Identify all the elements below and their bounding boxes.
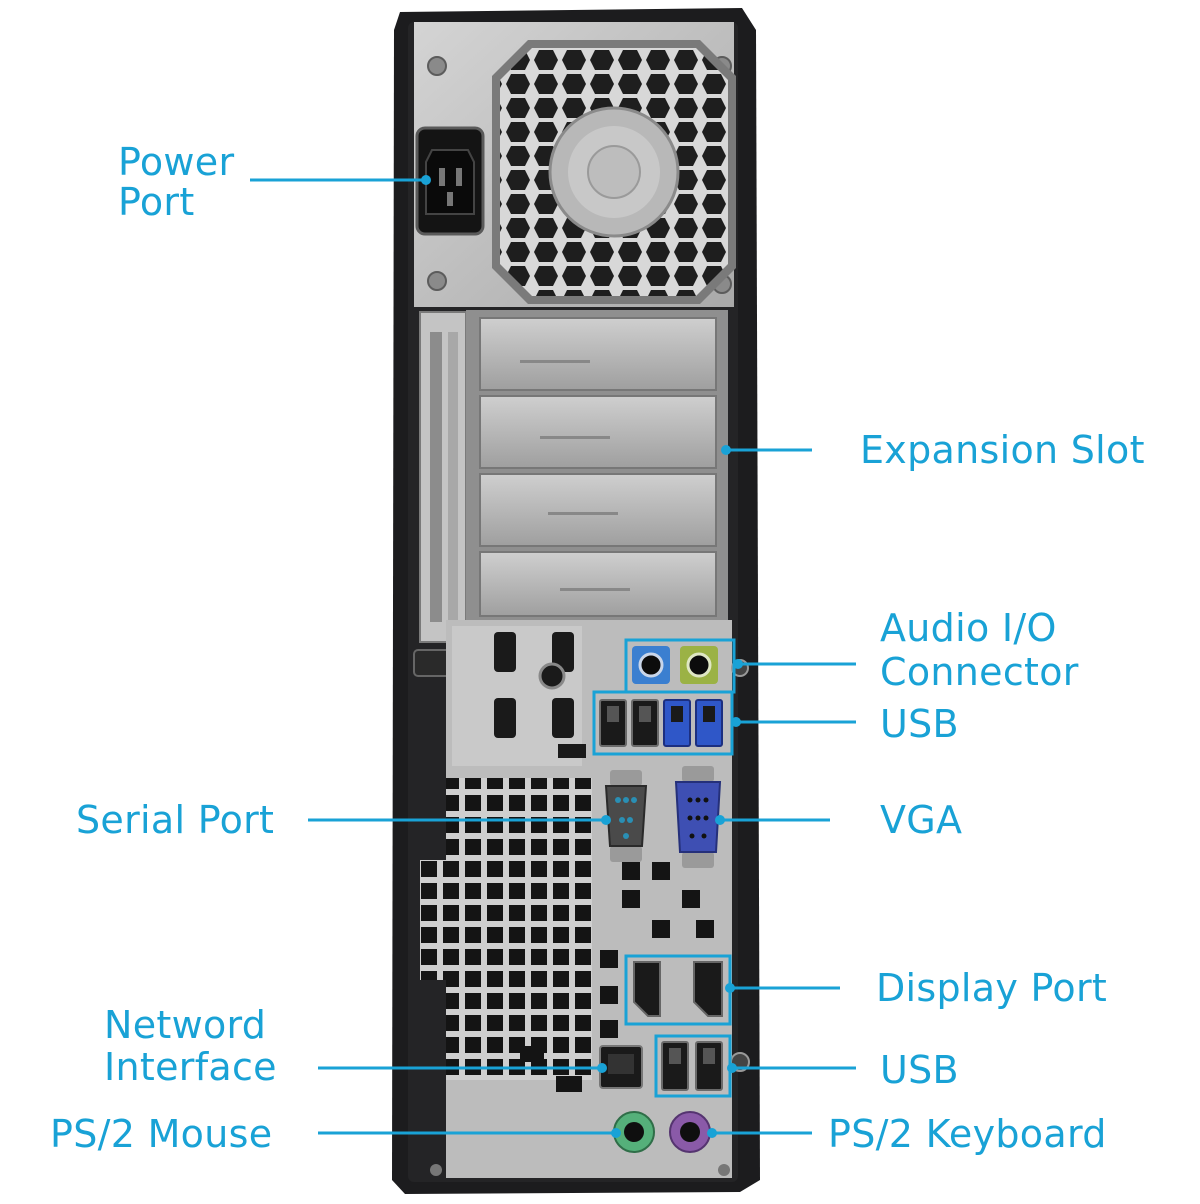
vga-connector (674, 766, 722, 868)
expansion-slot-1 (479, 317, 717, 391)
vent-grid (446, 778, 592, 1080)
serial-port-connector (604, 770, 648, 862)
label-usb-bottom: USB (880, 1048, 959, 1092)
label-vga: VGA (880, 798, 963, 842)
label-network-interface-line2: Interface (104, 1045, 277, 1089)
label-serial-port: Serial Port (76, 798, 275, 842)
label-power-port-line2: Port (118, 180, 195, 224)
usb-ports-bottom (661, 1041, 723, 1091)
label-display-port: Display Port (876, 966, 1108, 1010)
label-power-port: Power Port (118, 142, 234, 222)
display-port-connectors (633, 961, 723, 1017)
label-audio-io-line1: Audio I/O (880, 606, 1057, 650)
expansion-slot-4 (479, 551, 717, 617)
label-power-port-line1: Power (118, 140, 235, 184)
label-ps2-keyboard: PS/2 Keyboard (828, 1112, 1107, 1156)
label-network-interface-line1: Netword (104, 1003, 267, 1047)
label-audio-io: Audio I/O Connector (880, 606, 1079, 694)
label-audio-io-line2: Connector (880, 650, 1079, 694)
expansion-slot-3 (479, 473, 717, 547)
label-expansion-slot: Expansion Slot (860, 428, 1145, 472)
usb-ports-top (599, 699, 723, 747)
expansion-slot-2 (479, 395, 717, 469)
label-network-interface: Netword Interface (104, 1004, 277, 1088)
label-usb-top: USB (880, 702, 959, 746)
label-ps2-mouse: PS/2 Mouse (50, 1112, 273, 1156)
